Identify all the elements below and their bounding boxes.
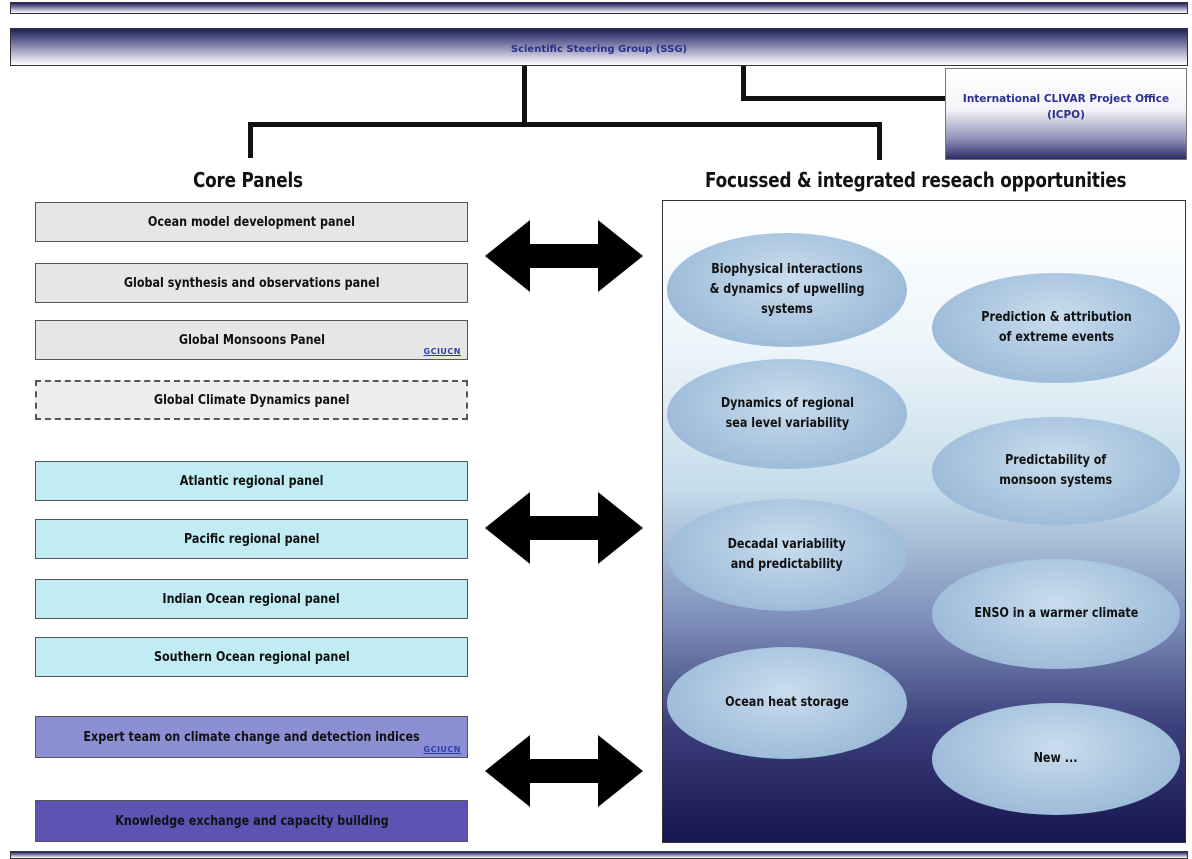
ellipse-biophysical: Biophysical interactions & dynamics of u… — [667, 233, 907, 347]
panel-label: Pacific regional panel — [183, 531, 320, 547]
panel-label: Global synthesis and observations panel — [123, 275, 380, 291]
gc-logo-icon: GCIUCN — [423, 745, 461, 754]
ellipse-ocean-heat: Ocean heat storage — [667, 647, 907, 759]
top-banner — [10, 2, 1188, 14]
ssg-label: Scientific Steering Group (SSG) — [510, 44, 688, 55]
ellipse-extreme-events: Prediction & attribution of extreme even… — [932, 273, 1180, 383]
ellipse-label: Predictability of monsoon systems — [999, 453, 1113, 488]
connector-icpo-horizontal — [741, 96, 946, 101]
panel-label: Atlantic regional panel — [179, 473, 324, 489]
gc-logo-icon: GCIUCN — [423, 347, 461, 356]
panel-label: Indian Ocean regional panel — [162, 591, 341, 607]
ellipse-label: Biophysical interactions & dynamics of u… — [709, 262, 865, 317]
panel-pacific: Pacific regional panel — [35, 519, 468, 559]
double-arrow-icon — [485, 220, 643, 292]
ellipse-new: New ... — [932, 703, 1180, 815]
panel-indian-ocean: Indian Ocean regional panel — [35, 579, 468, 619]
ellipse-monsoon: Predictability of monsoon systems — [932, 417, 1180, 525]
icpo-label: International CLIVAR Project Office (ICP… — [962, 93, 1170, 121]
connector-right-drop — [877, 122, 882, 160]
ellipse-sea-level: Dynamics of regional sea level variabili… — [667, 359, 907, 469]
panel-label: Global Climate Dynamics panel — [153, 392, 350, 408]
panel-label: Global Monsoons Panel — [178, 332, 325, 348]
panel-label: Ocean model development panel — [147, 214, 356, 230]
ellipse-label: Prediction & attribution of extreme even… — [980, 310, 1132, 345]
connector-left-drop — [248, 122, 253, 158]
ellipse-label: Dynamics of regional sea level variabili… — [720, 396, 854, 431]
panel-label: Expert team on climate change and detect… — [83, 729, 420, 745]
panel-global-monsoons: Global Monsoons Panel GCIUCN — [35, 320, 468, 360]
bottom-banner — [10, 851, 1188, 859]
ellipse-label: New ... — [1034, 751, 1078, 766]
panel-label: Southern Ocean regional panel — [153, 649, 350, 665]
panel-expert-team: Expert team on climate change and detect… — [35, 716, 468, 758]
panel-global-climate-dynamics: Global Climate Dynamics panel — [35, 380, 468, 420]
double-arrow-icon — [485, 735, 643, 807]
double-arrow-icon — [485, 492, 643, 564]
ellipse-label: Ocean heat storage — [725, 695, 849, 710]
panel-global-synthesis: Global synthesis and observations panel — [35, 263, 468, 303]
research-heading: Focussed & integrated reseach opportunit… — [705, 168, 1127, 192]
panel-atlantic: Atlantic regional panel — [35, 461, 468, 501]
ellipse-decadal: Decadal variability and predictability — [667, 499, 907, 611]
research-opportunities-box: Biophysical interactions & dynamics of u… — [662, 200, 1186, 843]
ssg-box: Scientific Steering Group (SSG) — [10, 28, 1188, 66]
ellipse-label: ENSO in a warmer climate — [973, 606, 1138, 621]
connector-ssg-down — [522, 66, 527, 124]
connector-icpo-down — [741, 66, 746, 100]
core-panels-heading: Core Panels — [193, 168, 303, 192]
ellipse-enso: ENSO in a warmer climate — [932, 559, 1180, 669]
connector-horizontal — [248, 122, 882, 127]
icpo-box: International CLIVAR Project Office (ICP… — [945, 68, 1187, 160]
panel-ocean-model: Ocean model development panel — [35, 202, 468, 242]
panel-knowledge-exchange: Knowledge exchange and capacity building — [35, 800, 468, 842]
panel-label: Knowledge exchange and capacity building — [114, 813, 389, 829]
panel-southern-ocean: Southern Ocean regional panel — [35, 637, 468, 677]
ellipse-label: Decadal variability and predictability — [727, 537, 847, 572]
